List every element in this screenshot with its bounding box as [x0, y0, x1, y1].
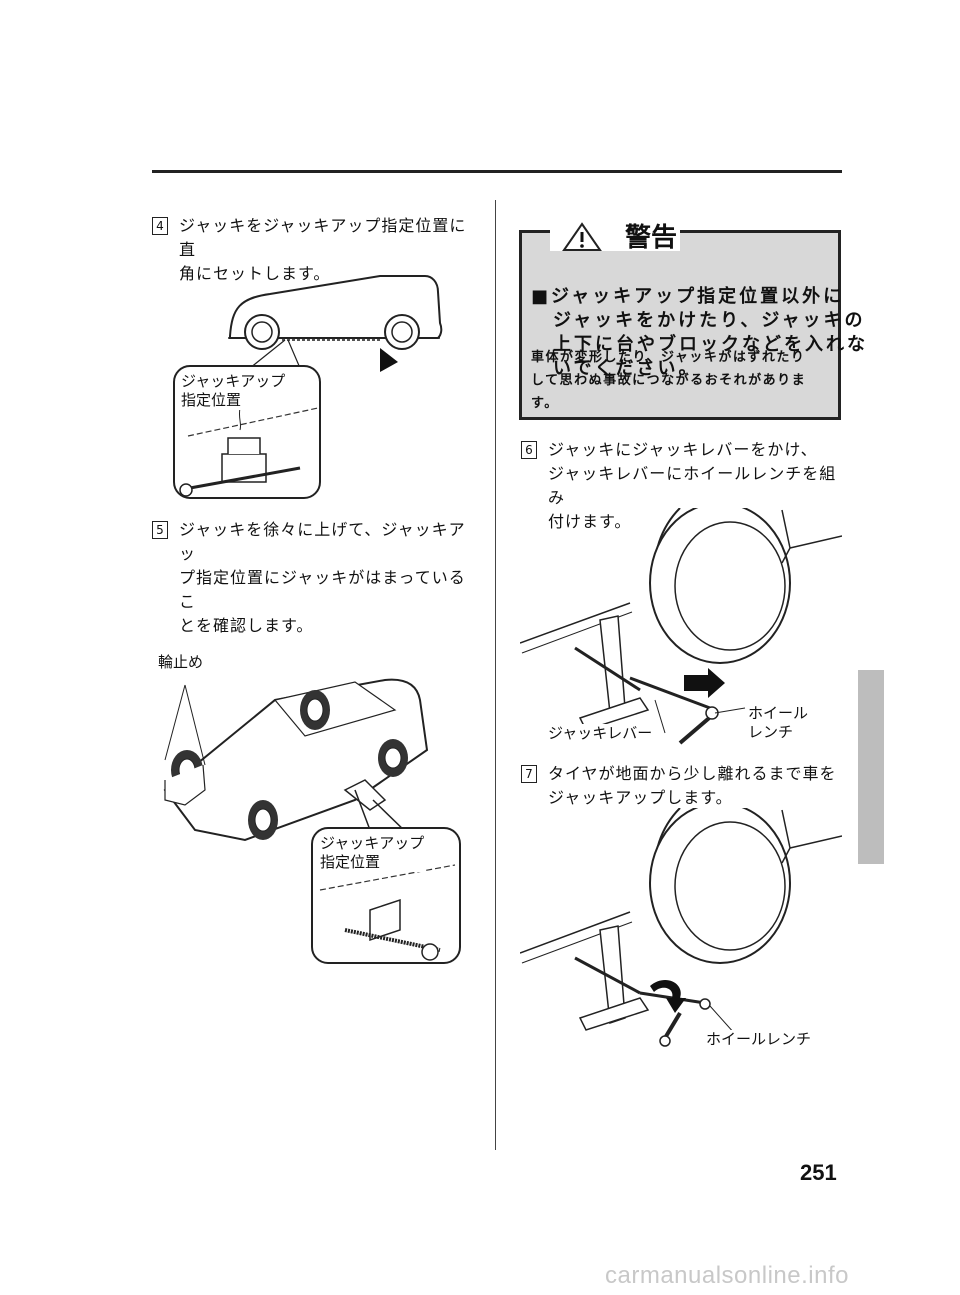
step-text-line: ジャッキをジャッキアップ指定位置に直: [179, 216, 467, 259]
step-6: 6 ジャッキにジャッキレバーをかけ、 ジャッキレバーにホイールレンチを組み 付け…: [521, 438, 841, 531]
step-number: 6: [521, 441, 537, 459]
step-text-line: とを確認します。: [179, 616, 314, 635]
warning-body-line: 車体が変形したり、ジャッキがはずれたり: [531, 350, 806, 365]
warning-heading-line: ■ジャッキアップ指定位置以外に: [531, 286, 845, 307]
step-number: 4: [152, 217, 168, 235]
label-line: ジャッキアップ: [320, 834, 425, 852]
step-text-line: ジャッキを徐々に上げて、ジャッキアッ: [179, 520, 466, 563]
warning-heading: ■ジャッキアップ指定位置以外に ジャッキをかけたり、ジャッキの 上下に台やブロッ…: [531, 285, 868, 381]
step-text-line: 付けます。: [548, 512, 632, 531]
jackup-point-label-2: ジャッキアップ 指定位置: [320, 834, 425, 872]
step-text-line: プ指定位置にジャッキがはまっているこ: [179, 568, 466, 611]
step-text-line: ジャッキにジャッキレバーをかけ、: [548, 440, 818, 459]
jack-raise-illustration: [520, 808, 842, 1047]
step-4: 4 ジャッキをジャッキアップ指定位置に直 角にセットします。: [152, 214, 482, 283]
car-perspective-illustration: [163, 678, 461, 964]
label-line: ジャッキアップ: [181, 372, 286, 390]
jack-lever-illustration: [520, 508, 842, 745]
step-text-line: ジャッキレバーにホイールレンチを組み: [548, 464, 837, 507]
section-tab: [858, 670, 884, 864]
wheel-wrench-label: ホイールレンチ: [706, 1030, 812, 1049]
jack-lever-label: ジャッキレバー: [548, 724, 653, 743]
step-5: 5 ジャッキを徐々に上げて、ジャッキアッ プ指定位置にジャッキがはまっているこ …: [152, 518, 482, 635]
warning-box: [519, 230, 841, 420]
step-text-line: ジャッキアップします。: [548, 788, 733, 807]
label-line: 指定位置: [320, 853, 381, 871]
wheel-chocks-label: 輪止め: [158, 653, 204, 672]
wheel-wrench-label-split: ホイール レンチ: [748, 704, 809, 742]
step-text-line: タイヤが地面から少し離れるまで車を: [548, 764, 837, 783]
header-rule: [152, 170, 842, 173]
label-line: ホイール: [748, 704, 809, 722]
step-text-line: 角にセットします。: [179, 264, 331, 283]
page-number: 251: [800, 1160, 837, 1185]
column-divider: [495, 200, 496, 1150]
warning-heading-line: ジャッキをかけたり、ジャッキの: [553, 310, 866, 331]
warning-body-line: す。: [531, 396, 559, 411]
step-number: 5: [152, 521, 168, 539]
step-number: 7: [521, 765, 537, 783]
warning-heading-line: 上下に台やブロックなどを入れな: [553, 334, 868, 355]
warning-triangle-icon: [562, 222, 602, 251]
warning-body: 車体が変形したり、ジャッキがはずれたり して思わぬ事故につながるおそれがありま …: [531, 346, 806, 415]
warning-body-line: して思わぬ事故につながるおそれがありま: [531, 373, 807, 388]
watermark: carmanualsonline.info: [605, 1262, 849, 1289]
step-7: 7 タイヤが地面から少し離れるまで車を ジャッキアップします。: [521, 762, 841, 812]
warning-title: 警告: [625, 223, 678, 253]
label-line: 指定位置: [181, 391, 242, 409]
warning-heading-line: いでください。: [553, 358, 700, 379]
jackup-point-label-1: ジャッキアップ 指定位置: [181, 372, 286, 410]
label-line: レンチ: [748, 723, 794, 741]
